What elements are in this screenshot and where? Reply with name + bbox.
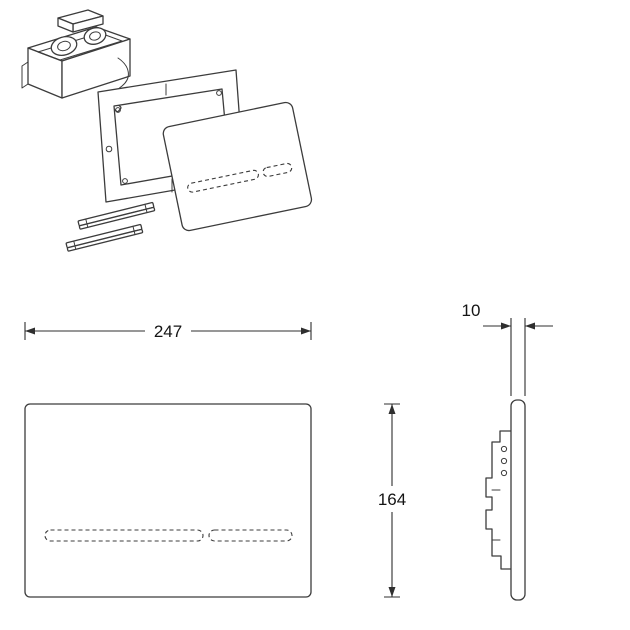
height-dim-arrow-top xyxy=(388,404,396,414)
thickness-dimension: 10 xyxy=(462,301,553,396)
rail-notches xyxy=(73,225,136,250)
side-screw xyxy=(500,445,508,453)
valve-large-inner xyxy=(57,40,71,52)
front-plate xyxy=(24,403,312,598)
frame-screw xyxy=(105,145,113,153)
width-dim-arrow-right xyxy=(301,327,311,335)
housing-inner-edge xyxy=(37,32,123,61)
height-dimension-label: 164 xyxy=(378,490,406,509)
side-mechanism-profile xyxy=(485,430,513,570)
rail-notches xyxy=(85,203,148,228)
valve-small-inner xyxy=(89,31,101,41)
button-slot-right xyxy=(208,529,293,542)
rail-side-face xyxy=(78,206,156,230)
thickness-extension-lines xyxy=(510,318,526,396)
side-detail-lines xyxy=(491,489,501,541)
mounting-rail-upper xyxy=(77,201,156,230)
valve-large xyxy=(50,35,78,57)
side-plate-profile xyxy=(510,399,526,601)
side-view: 10 xyxy=(462,301,553,601)
thickness-arrow-right xyxy=(525,322,535,330)
flush-mechanism-unit xyxy=(21,9,131,113)
frame-corner-boss xyxy=(122,178,128,184)
front-view: 247 164 xyxy=(24,322,406,598)
width-dimension-label: 247 xyxy=(154,322,182,341)
cover-plate-face xyxy=(162,101,313,232)
mounting-rails xyxy=(65,201,156,252)
cover-plate-slot-right xyxy=(262,162,293,178)
thickness-dimension-label: 10 xyxy=(462,301,481,320)
mounting-rail-lower xyxy=(65,223,144,252)
cover-plate-slot-left xyxy=(187,169,259,193)
control-box-front xyxy=(57,17,74,33)
housing-right-face xyxy=(61,38,131,99)
housing-bracket xyxy=(21,61,29,89)
height-dim-arrow-bottom xyxy=(388,587,396,597)
width-dimension: 247 xyxy=(24,322,312,341)
height-dimension: 164 xyxy=(378,403,406,598)
thickness-arrow-left xyxy=(501,322,511,330)
frame-corner-boss xyxy=(216,90,222,96)
side-screw xyxy=(500,469,508,477)
side-screw xyxy=(500,457,508,465)
width-dim-arrow-left xyxy=(25,327,35,335)
cover-plate-exploded xyxy=(162,101,313,232)
button-slot-left xyxy=(44,529,204,542)
valve-small xyxy=(83,27,107,45)
frame-corner-boss xyxy=(115,107,121,113)
exploded-view xyxy=(21,9,313,252)
rail-side-face xyxy=(66,228,144,252)
